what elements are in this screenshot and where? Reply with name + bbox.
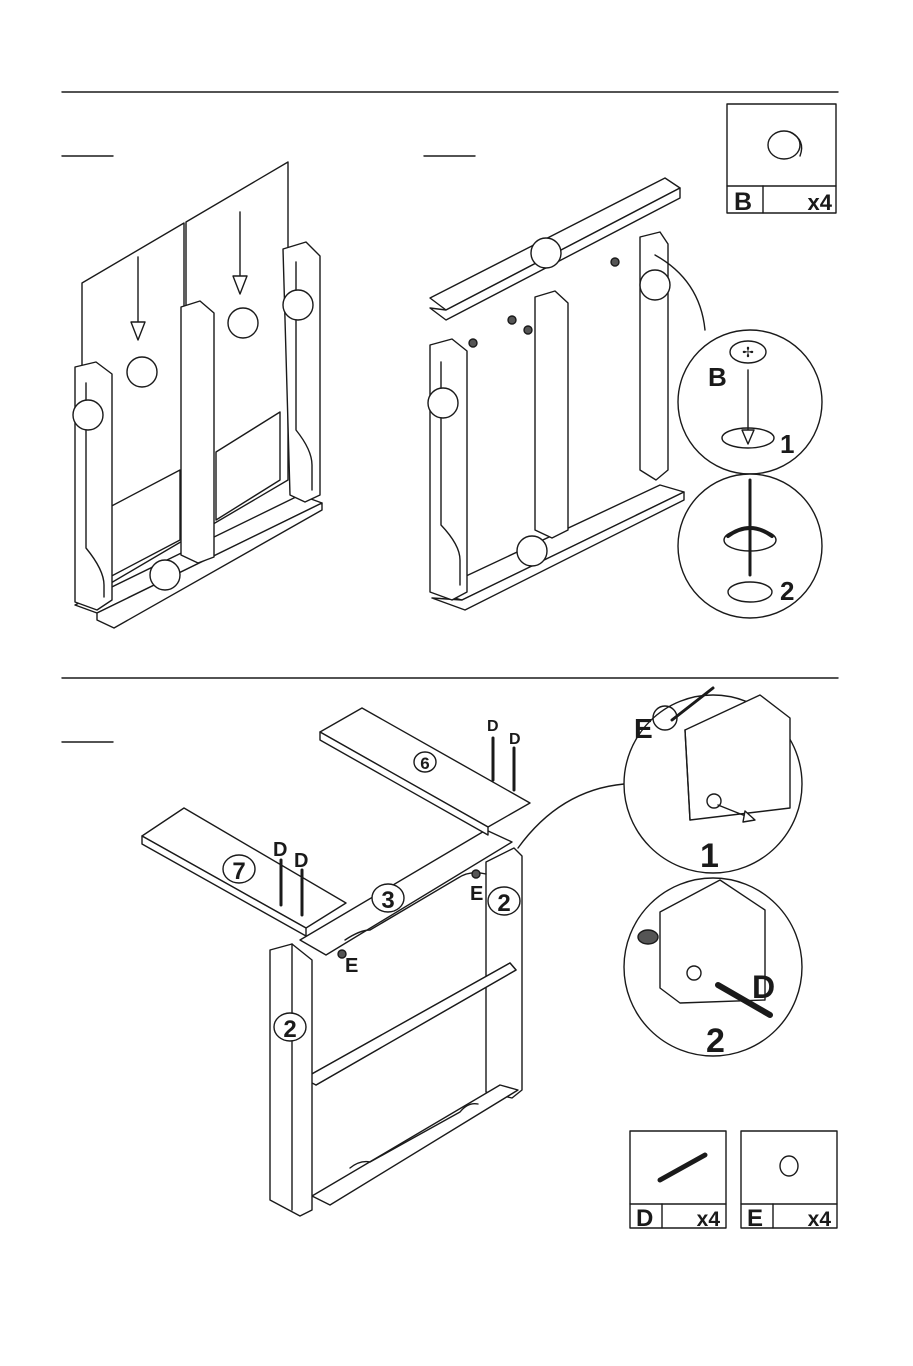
- part-label-6: 6: [420, 754, 429, 773]
- part-bubble-a: [127, 357, 157, 387]
- hardware-b-quantity: x4: [808, 190, 833, 215]
- part-bubble-2d: [517, 536, 547, 566]
- cam-fitting-2: [508, 316, 516, 324]
- hardware-b-letter: B: [734, 188, 752, 216]
- callout-de-part-d: D: [752, 969, 775, 1005]
- shelf-middle-front: [310, 963, 516, 1085]
- callout-de-step-1: 1: [700, 837, 719, 875]
- cam-fitting-4: [611, 258, 619, 266]
- hardware-e-quantity: x4: [808, 1208, 832, 1231]
- callout-b-step-2: 2: [780, 576, 794, 606]
- cam-fitting-3: [524, 326, 532, 334]
- side-2-middle: [535, 291, 568, 538]
- part-bubble-2b: [640, 270, 670, 300]
- hardware-d-quantity: x4: [697, 1208, 721, 1231]
- side-2-left: [430, 339, 467, 600]
- side-2-right: [640, 232, 668, 480]
- hardware-box-d: D x4: [630, 1131, 726, 1232]
- part-bubble-c: [283, 290, 313, 320]
- callout-b-step-1: 1: [780, 429, 794, 459]
- hardware-box-e: E x4: [741, 1131, 837, 1232]
- screw-label-d-3: D: [273, 839, 287, 861]
- cam-cross-icon: ✢: [742, 344, 754, 360]
- cam-plate-detail: [638, 930, 658, 944]
- step-2-top-plate: ✢ B 1 2: [428, 178, 822, 618]
- part-bubble-2a: [531, 238, 561, 268]
- screw-label-d-2: D: [509, 731, 521, 748]
- cam-fitting-1: [469, 339, 477, 347]
- part-label-2-left: 2: [283, 1016, 296, 1043]
- part-bubble-d: [73, 400, 103, 430]
- side-middle: [181, 301, 214, 563]
- step-3-shelf-assembly: 6 7 3 2 2 D D D D E E: [142, 708, 530, 1216]
- callout-b-part: B: [708, 362, 727, 392]
- callout-connector-de: [518, 784, 624, 848]
- part-bubble-2c: [428, 388, 458, 418]
- hardware-e-letter: E: [747, 1205, 763, 1232]
- screw-label-d-4: D: [294, 850, 308, 872]
- callout-de-part-e: E: [634, 713, 653, 744]
- cam-e-1: [472, 870, 480, 878]
- hardware-d-letter: D: [636, 1205, 653, 1232]
- side-left: [75, 362, 112, 610]
- part-label-7: 7: [232, 858, 245, 885]
- cam-label-e-2: E: [345, 955, 358, 977]
- cam-label-e-1: E: [470, 883, 483, 905]
- part-bubble-b: [228, 308, 258, 338]
- upright-left: [270, 944, 312, 1216]
- side-right: [283, 242, 320, 502]
- hardware-box-b: B x4: [727, 104, 836, 216]
- callout-de-step-2: 2: [706, 1022, 725, 1060]
- callouts-d-e: E 1 D 2: [518, 688, 802, 1060]
- screw-label-d-1: D: [487, 718, 499, 735]
- part-label-2-right: 2: [497, 890, 510, 917]
- part-bubble-e: [150, 560, 180, 590]
- part-label-3: 3: [381, 887, 394, 914]
- step-1-back-panels: [73, 162, 322, 628]
- shelf-bottom: [312, 1085, 518, 1205]
